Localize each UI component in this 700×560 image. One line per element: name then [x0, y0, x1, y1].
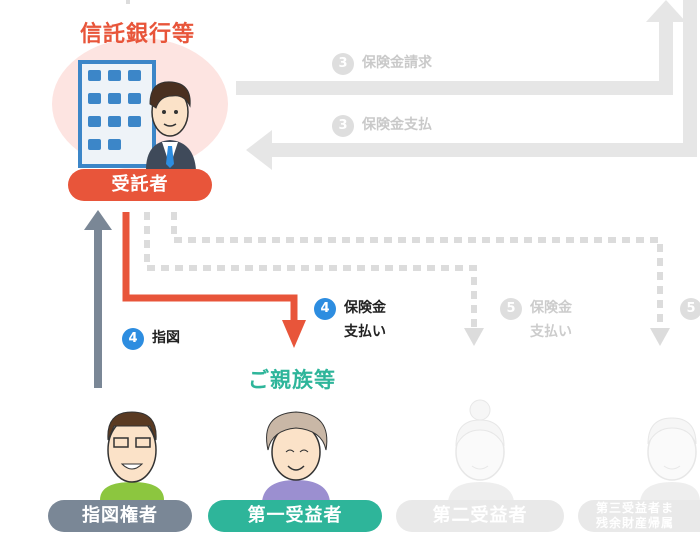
payment-to-second-line2: 支払い — [530, 324, 572, 340]
instruction-arrow — [84, 210, 112, 388]
future-payment-dotted-paths — [144, 212, 663, 330]
second-beneficiary-pill: 第二受益者 — [396, 500, 564, 532]
step-badge: 3 — [332, 53, 354, 75]
payment-to-family-arrow — [122, 212, 306, 348]
bank-building-icon — [78, 60, 156, 168]
payment-to-second-label: 5 保険金 支払い — [500, 296, 572, 344]
insurance-claim-text: 保険金請求 — [362, 55, 432, 71]
step-badge: 3 — [332, 115, 354, 137]
first-beneficiary-person-icon — [262, 411, 330, 502]
second-beneficiary-person-icon — [448, 399, 514, 502]
step-badge: 4 — [314, 298, 336, 320]
instructor-pill: 指図権者 — [48, 500, 192, 532]
claim-arrow — [236, 0, 686, 95]
instruction-text: 指図 — [152, 330, 180, 346]
third-beneficiary-pill: 第三受益者ま 残余財産帰属 — [578, 500, 700, 532]
instruction-label: 4 指図 — [122, 327, 180, 350]
instructor-person-icon — [100, 411, 164, 500]
third-payment-arrowhead — [650, 328, 670, 346]
payment-to-family-label: 4 保険金 支払い — [314, 296, 386, 344]
family-title: ご親族等 — [248, 368, 336, 392]
payment-to-second-line1: 保険金 — [530, 300, 572, 316]
trustee-org-title: 信託銀行等 — [80, 22, 196, 47]
insurance-claim-label: 3 保険金請求 — [332, 52, 432, 75]
payment-to-family-line1: 保険金 — [344, 300, 386, 316]
second-payment-arrowhead — [464, 328, 484, 346]
payment-to-family-line2: 支払い — [344, 324, 386, 340]
third-beneficiary-person-icon — [640, 417, 700, 502]
third-beneficiary-line2: 残余財産帰属 — [596, 516, 675, 530]
trustee-role-pill: 受託者 — [68, 169, 212, 201]
insurance-payment-label: 3 保険金支払 — [332, 114, 432, 137]
payment-arrow — [246, 0, 697, 170]
first-beneficiary-pill: 第一受益者 — [208, 500, 382, 532]
payment-to-third-label: 5 — [680, 296, 700, 320]
step-badge: 5 — [500, 298, 522, 320]
insurance-payment-text: 保険金支払 — [362, 117, 432, 133]
step-badge: 5 — [680, 298, 700, 320]
third-beneficiary-line1: 第三受益者ま — [596, 501, 675, 515]
trustee-person-icon — [146, 81, 196, 170]
step-badge: 4 — [122, 328, 144, 350]
